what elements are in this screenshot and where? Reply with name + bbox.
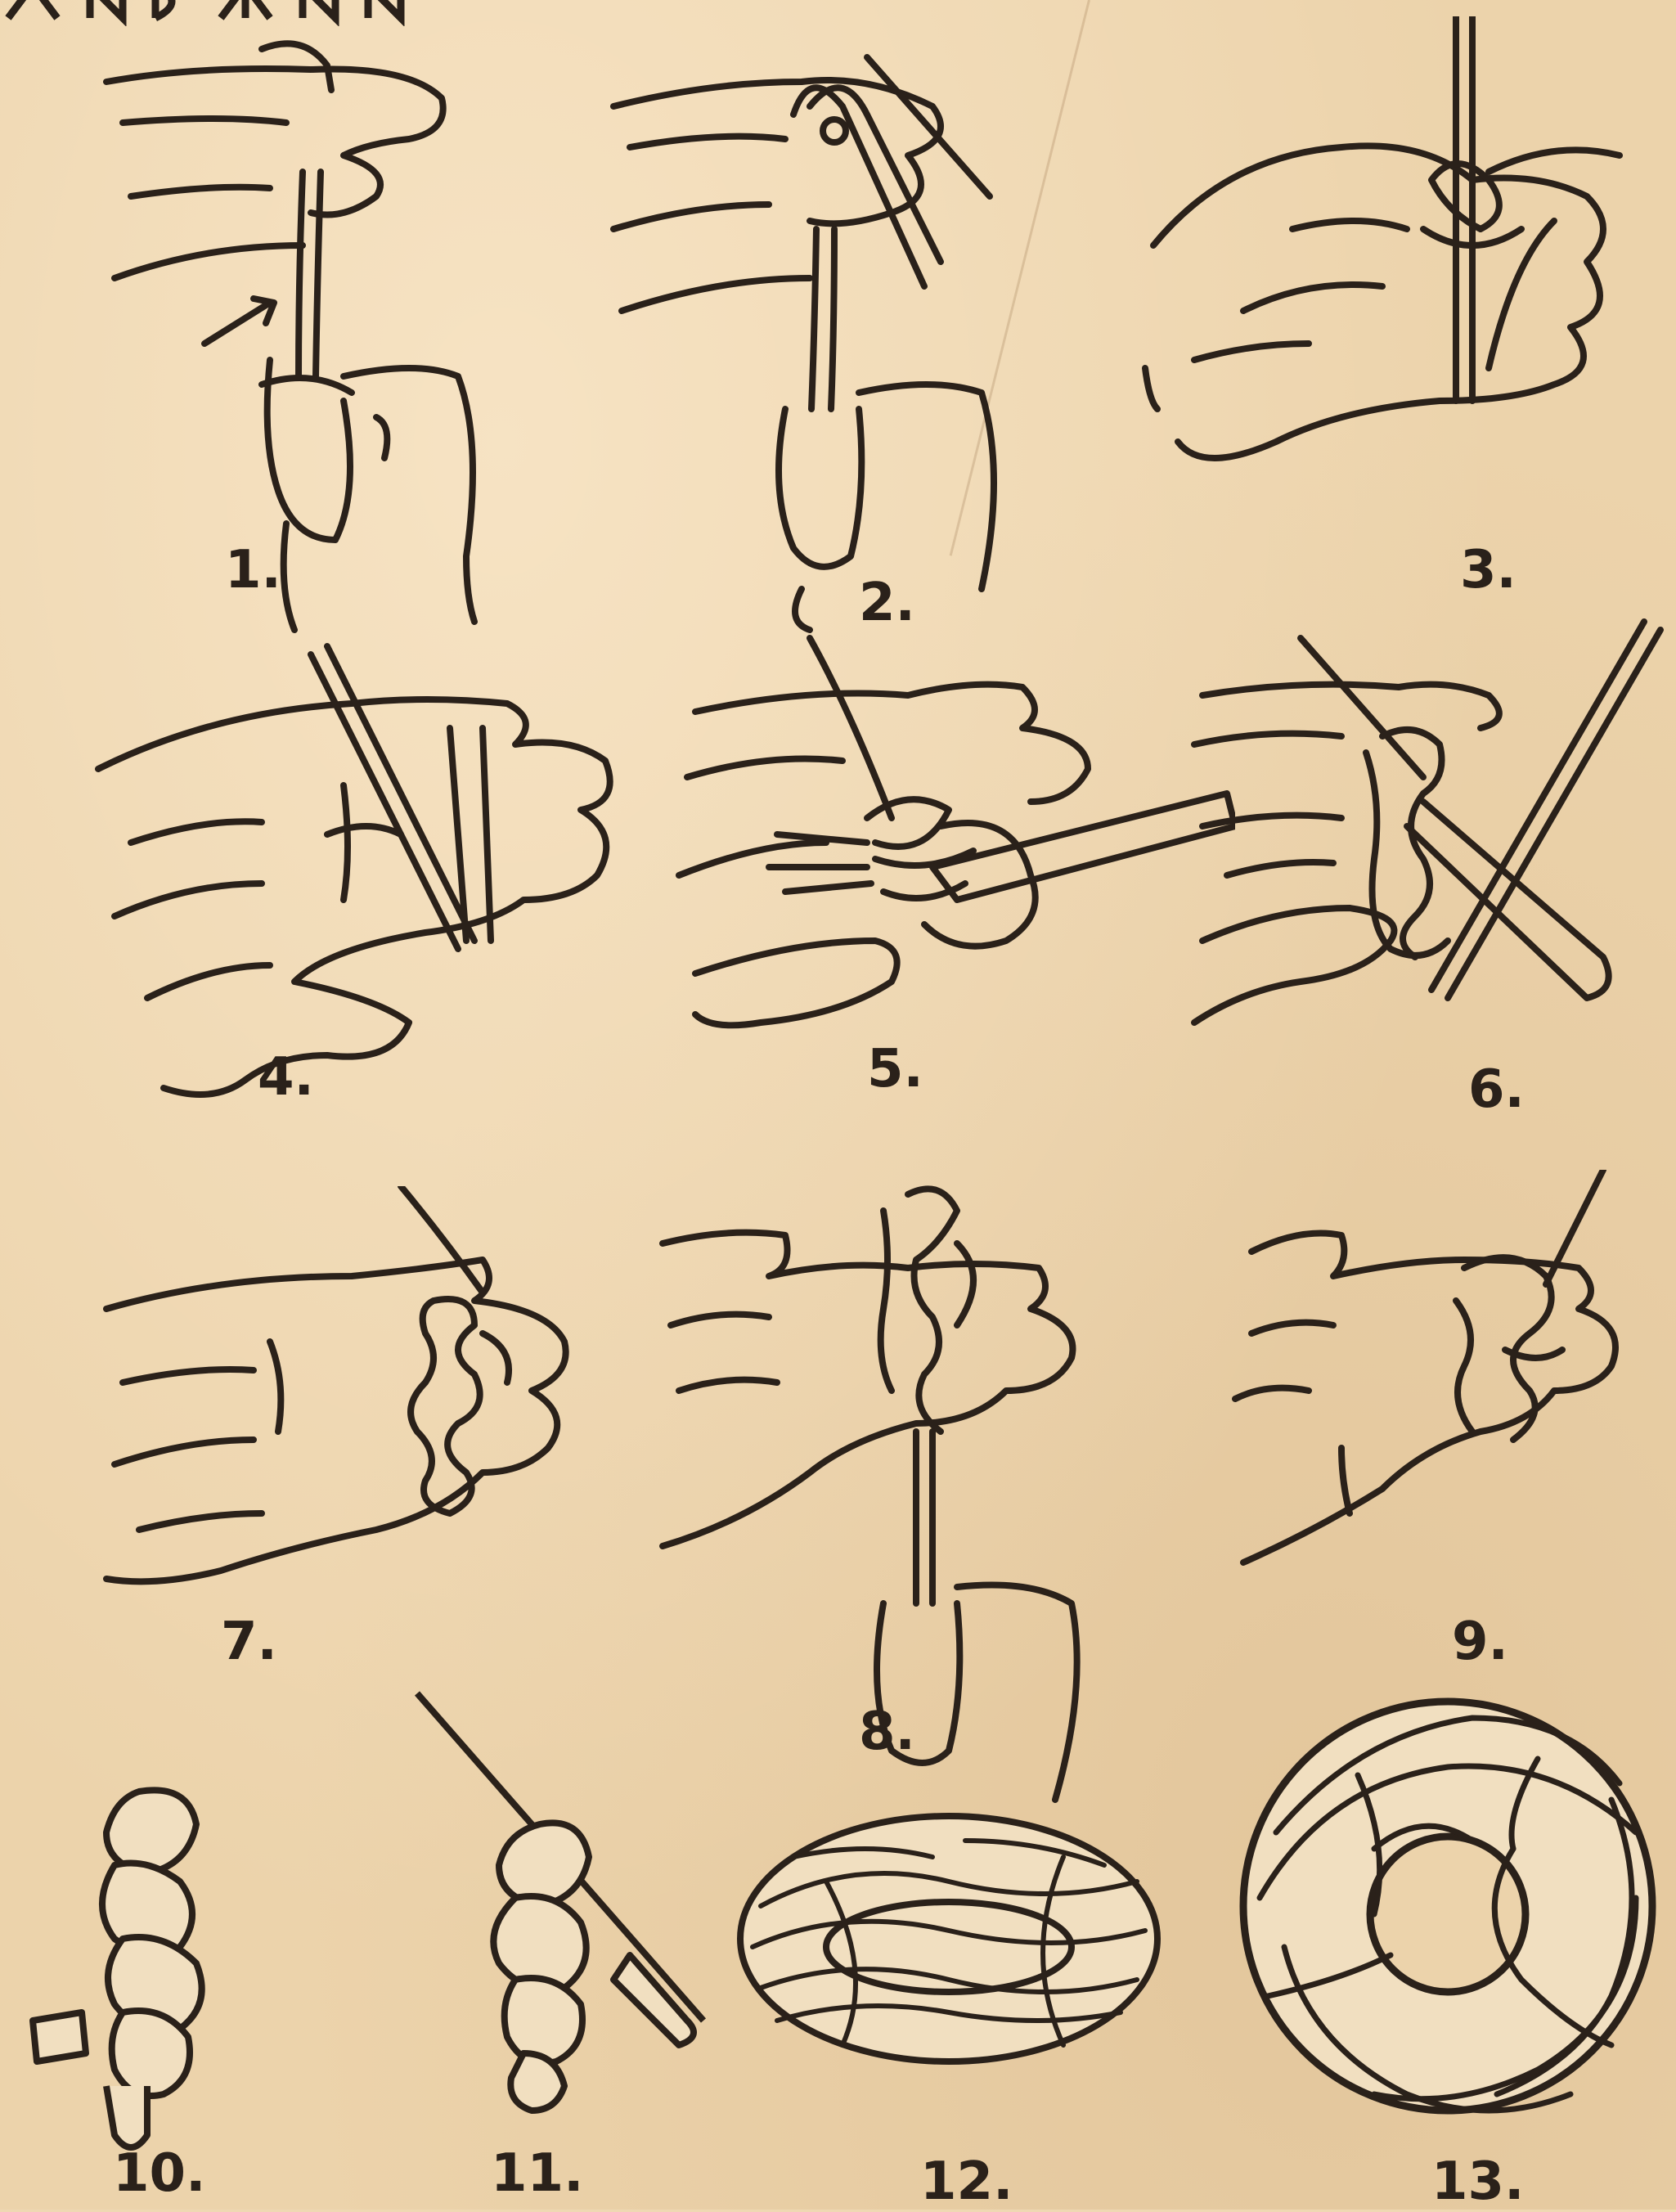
step-13-knot-drawing [1227,1685,1669,2201]
step-label: 8. [859,1702,915,1762]
step-label: 9. [1452,1612,1508,1672]
step-12-panel: 12. [728,1792,1170,2201]
step-6-panel: 6. [1178,614,1669,1186]
step-7-hands-drawing [90,1186,630,1693]
step-10-braid-drawing [16,1775,294,2201]
step-1-hands-drawing [98,33,556,638]
step-5-hands-drawing [663,630,1235,1186]
step-label: 1. [225,540,281,600]
step-3-hands-drawing [1129,16,1669,638]
step-4-panel: 4. [82,638,638,1178]
step-1-panel: 1. [98,33,556,638]
step-9-hands-drawing [1219,1170,1676,1726]
step-3-panel: 3. [1129,16,1669,638]
step-6-hands-drawing [1178,614,1669,1186]
step-8-panel: 8. [646,1178,1153,1816]
step-5-panel: 5. [663,630,1235,1186]
step-label: 4. [258,1047,314,1108]
step-2-panel: 2. [597,16,1055,638]
step-label: 13. [1431,2151,1524,2212]
step-10-panel: 10. [16,1775,294,2201]
step-12-knot-drawing [728,1792,1170,2201]
step-label: 5. [867,1039,923,1099]
step-label: 3. [1460,540,1516,600]
step-label: 7. [221,1612,277,1672]
step-label: 12. [920,2151,1013,2212]
step-label: 10. [113,2143,205,2204]
step-13-panel: 13. [1227,1685,1669,2201]
step-label: 6. [1468,1059,1525,1120]
step-4-hands-drawing [82,638,638,1178]
heading-fragment [0,0,425,26]
step-label: 11. [491,2143,583,2204]
step-7-panel: 7. [90,1186,630,1693]
step-2-hands-drawing [597,16,1055,638]
step-label: 2. [859,573,915,633]
step-9-panel: 9. [1219,1170,1676,1726]
step-11-braid-drawing [393,1677,720,2201]
step-11-panel: 11. [393,1677,720,2201]
